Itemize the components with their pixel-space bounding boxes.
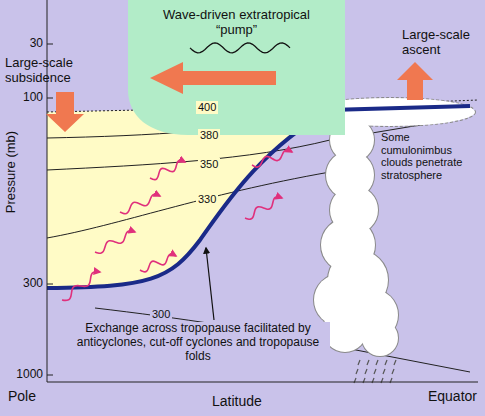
isentrope-label: 400 — [196, 101, 218, 114]
isentrope-label: 380 — [198, 129, 220, 142]
exchange-squiggle — [245, 197, 282, 219]
exchange-note: Exchange across tropopause facilitated b… — [66, 322, 330, 363]
tick-label: 300 — [23, 277, 43, 291]
isentrope-330 — [47, 168, 350, 238]
exchange-squiggle — [150, 160, 185, 179]
leader-arrow — [206, 248, 214, 320]
axis-title: Latitude — [212, 393, 262, 409]
tick-label: 1000 — [16, 368, 43, 382]
ascent-arrow — [397, 62, 433, 100]
subsidence-arrow — [46, 92, 84, 132]
isentrope-label: 350 — [198, 158, 220, 171]
axis-title: Pressure (mb) — [4, 131, 19, 213]
tick-label: 100 — [23, 91, 43, 105]
exchange-squiggles — [62, 150, 292, 300]
process-label: Large-scale ascent — [402, 28, 482, 58]
exchange-squiggle — [120, 194, 160, 213]
process-label: Large-scale subsidence — [5, 56, 95, 86]
pump-region: Wave-driven extratropical “pump” — [128, 0, 345, 135]
exchange-squiggle — [252, 150, 292, 167]
tick-label: 30 — [30, 37, 43, 51]
exchange-squiggle — [62, 272, 100, 301]
axis-end-label: Pole — [8, 388, 36, 404]
region-title: Wave-driven extratropical “pump” — [128, 0, 345, 38]
isentrope-label: 330 — [196, 193, 218, 206]
axes — [47, 0, 478, 382]
exchange-squiggle — [95, 231, 135, 253]
exchange-squiggle — [140, 254, 176, 272]
cloud-note: Some cumulonimbus clouds penetrate strat… — [381, 131, 483, 182]
isentrope-label: 300 — [150, 308, 172, 321]
axis-end-label: Equator — [428, 388, 477, 404]
